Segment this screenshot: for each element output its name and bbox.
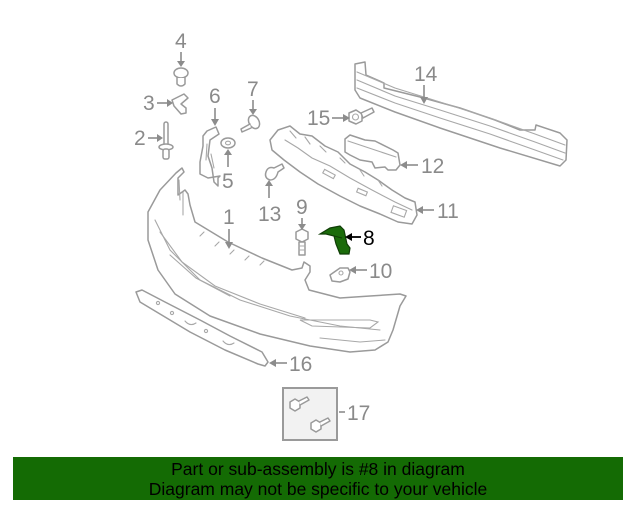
part-8-bracket-highlighted[interactable] bbox=[317, 225, 351, 255]
svg-text:5: 5 bbox=[222, 170, 234, 193]
callout-13: 13 bbox=[258, 180, 281, 226]
callout-9: 9 bbox=[296, 196, 308, 230]
callout-6: 6 bbox=[209, 85, 221, 126]
svg-text:9: 9 bbox=[296, 196, 308, 219]
part-13-push-pin[interactable] bbox=[264, 163, 285, 181]
banner-line-disclaimer: Diagram may not be specific to your vehi… bbox=[148, 479, 488, 499]
banner-line-part-number: Part or sub-assembly is #8 in diagram bbox=[171, 459, 465, 479]
svg-text:7: 7 bbox=[247, 78, 259, 101]
part-1-bumper-cover[interactable] bbox=[147, 167, 407, 353]
part-11-energy-absorber[interactable] bbox=[269, 125, 418, 225]
svg-text:10: 10 bbox=[369, 260, 392, 283]
svg-text:11: 11 bbox=[437, 200, 459, 223]
callout-11: 11 bbox=[416, 200, 459, 223]
svg-text:17: 17 bbox=[347, 402, 370, 425]
callout-5: 5 bbox=[222, 149, 234, 193]
svg-text:4: 4 bbox=[175, 30, 187, 53]
part-12-bracket[interactable] bbox=[344, 134, 401, 171]
callout-12: 12 bbox=[400, 155, 444, 178]
parts-diagram: 14 15 12 11 4 bbox=[134, 30, 568, 441]
svg-text:14: 14 bbox=[414, 63, 438, 86]
part-3-clip[interactable] bbox=[171, 93, 189, 115]
part-15-bolt[interactable] bbox=[348, 107, 375, 125]
callout-7: 7 bbox=[247, 78, 259, 115]
info-banner: Part or sub-assembly is #8 in diagram Di… bbox=[13, 457, 623, 500]
svg-text:1: 1 bbox=[223, 206, 235, 229]
callout-16: 16 bbox=[269, 353, 312, 376]
callout-15: 15 bbox=[307, 107, 350, 130]
svg-text:13: 13 bbox=[258, 203, 281, 226]
svg-text:12: 12 bbox=[421, 155, 444, 178]
callout-17: 17 bbox=[339, 402, 370, 425]
part-7-screw[interactable] bbox=[240, 113, 262, 133]
callout-14: 14 bbox=[414, 63, 438, 104]
part-4-push-pin[interactable] bbox=[173, 67, 189, 87]
part-14-bumper-reinforcement[interactable] bbox=[354, 61, 568, 167]
callout-2: 2 bbox=[134, 127, 163, 150]
callout-8: 8 bbox=[345, 227, 375, 250]
part-2-retainer[interactable] bbox=[158, 121, 174, 160]
svg-text:2: 2 bbox=[134, 127, 146, 150]
svg-text:8: 8 bbox=[363, 227, 375, 250]
callout-3: 3 bbox=[143, 92, 173, 115]
part-16-lower-valance[interactable] bbox=[135, 289, 269, 367]
callout-10: 10 bbox=[349, 260, 392, 283]
part-5-nut[interactable] bbox=[220, 137, 236, 149]
part-17-bolt-kit[interactable] bbox=[282, 387, 338, 441]
svg-text:6: 6 bbox=[209, 85, 221, 108]
svg-text:15: 15 bbox=[307, 107, 330, 130]
part-9-bolt[interactable] bbox=[295, 228, 309, 256]
part-6-side-bracket[interactable] bbox=[199, 126, 221, 187]
part-10-clip-nut[interactable] bbox=[329, 267, 351, 283]
callout-1: 1 bbox=[223, 206, 235, 249]
svg-text:3: 3 bbox=[143, 92, 155, 115]
callout-4: 4 bbox=[175, 30, 187, 67]
svg-text:16: 16 bbox=[289, 353, 312, 376]
